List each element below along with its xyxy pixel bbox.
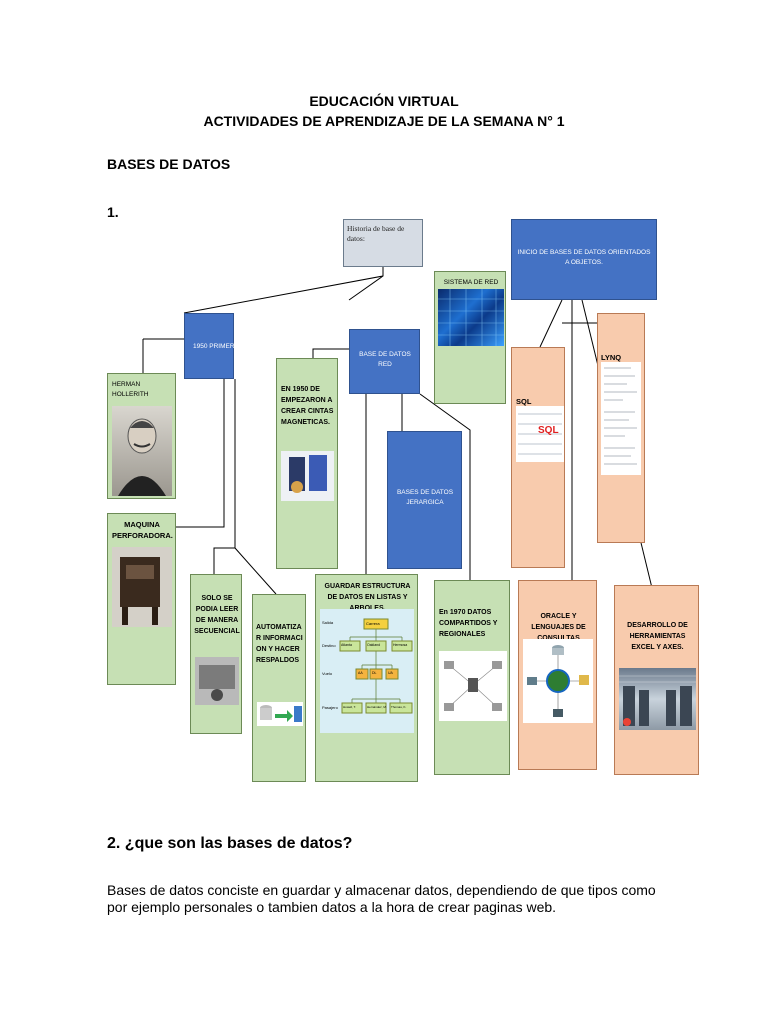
inicio-oo-box: INICIO DE BASES DE DATOS ORIENTADOS A OB… [511, 219, 657, 300]
oracle-query-image [523, 639, 593, 723]
lynq-label: LYNQ [601, 353, 622, 362]
oracle-box: ORACLE Y LENGUAJES DE CONSULTAS [518, 580, 597, 770]
sql-image-text: SQL [538, 425, 559, 436]
network-nodes-icon [444, 661, 502, 711]
sistema-red-label: SISTEMA DE RED [443, 279, 499, 286]
tree-row-label-1: Salida [322, 620, 334, 625]
estructura-box: GUARDAR ESTRUCTURA DE DATOS EN LISTAS Y … [315, 574, 418, 782]
section-title: BASES DE DATOS [107, 156, 231, 172]
maquina-box: MAQUINA PERFORADORA. [107, 513, 176, 685]
herman-box: HERMAN HOLLERITH [107, 373, 176, 499]
datacenter-image [619, 668, 696, 730]
hierarchy-tree-icon [339, 618, 413, 714]
machine-icon [120, 557, 160, 625]
historia-label: Historia de base de datos: [347, 224, 405, 243]
tree-node-l3-3: UA [388, 671, 393, 675]
punch-machine-image [112, 547, 172, 627]
tree-node-l2-1: Atlanta [341, 643, 352, 647]
tree-node-l3-2: DL [372, 671, 377, 675]
lynq-image [601, 362, 641, 475]
magnetic-tape-image [281, 451, 334, 501]
server-room-icon [619, 675, 696, 726]
document-title-line2: ACTIVIDADES DE APRENDIZAJE DE LA SEMANA … [203, 113, 565, 129]
backup-arrow-icon [260, 705, 302, 722]
tree-row-label-3: Vuelo [322, 671, 333, 676]
tree-row-label-2: Destino [322, 643, 336, 648]
answer-2-paragraph: Bases de datos conciste en guardar y alm… [107, 882, 656, 915]
sequential-image [195, 657, 239, 705]
jerargica-label: BASES DE DATOS JERARGICA [396, 489, 454, 506]
jerargica-box: BASES DE DATOS JERARGICA [387, 431, 462, 569]
tree-node-l4-2: Hernández, M. [367, 705, 387, 709]
network-grid-icon [438, 289, 504, 346]
tree-node-l2-3: Hermosa [393, 643, 408, 647]
tree-node-l4-1: Howell, T. [343, 705, 356, 709]
automatizar-label: AUTOMATIZAR INFORMACION Y HACER RESPALDO… [256, 624, 303, 664]
tree-structure-image: Salida Destino Vuelo Pasajero Carrera At… [320, 609, 414, 733]
herman-label: HERMAN HOLLERITH [112, 381, 149, 398]
maquina-label: MAQUINA PERFORADORA. [112, 520, 173, 540]
backup-image [257, 702, 303, 726]
lynq-box: LYNQ [597, 313, 645, 543]
globe-query-icon [527, 645, 589, 717]
herman-portrait [112, 406, 172, 496]
tree-node-l4-3: Thomas, K. [391, 705, 407, 709]
tree-node-l3-1: AA [358, 671, 363, 675]
oracle-label: ORACLE Y LENGUAJES DE CONSULTAS [531, 613, 586, 642]
secuencial-label: SOLO SE PODIA LEER DE MANERA SECUENCIAL [194, 595, 240, 635]
empezaron-box: EN 1950 DE EMPEZARON A CREAR CINTAS MAGN… [276, 358, 338, 569]
setenta-label: En 1970 DATOS COMPARTIDOS Y REGIONALES [439, 609, 498, 638]
estructura-label: GUARDAR ESTRUCTURA DE DATOS EN LISTAS Y … [324, 583, 411, 612]
tree-node-l2-2: Oakland [367, 643, 381, 647]
code-listing-icon [604, 367, 637, 465]
tape-drive-icon [289, 455, 327, 493]
item-number-1: 1. [107, 204, 119, 220]
excel-box: DESARROLLO DE HERRAMIENTAS EXCEL Y AXES. [614, 585, 699, 775]
automatizar-box: AUTOMATIZAR INFORMACION Y HACER RESPALDO… [252, 594, 306, 782]
base-red-label: BASE DE DATOS RED [359, 351, 411, 368]
secuencial-box: SOLO SE PODIA LEER DE MANERA SECUENCIAL [190, 574, 242, 734]
distributed-network-image [439, 651, 507, 721]
tree-row-label-4: Pasajero [322, 705, 338, 710]
document-title-line1: EDUCACIÓN VIRTUAL [309, 93, 459, 109]
sql-screenshot-icon [518, 413, 562, 455]
network-data-image [438, 289, 504, 346]
base-red-box: BASE DE DATOS RED [349, 329, 420, 394]
primera-era-label: 1950 PRIMERA ERA: [193, 343, 256, 350]
question-2-heading: 2. ¿que son las bases de datos? [107, 835, 353, 852]
inicio-oo-label: INICIO DE BASES DE DATOS ORIENTADOS A OB… [517, 249, 651, 266]
operator-icon [199, 665, 235, 701]
historia-box: Historia de base de datos: [343, 219, 423, 267]
tree-root-node: Carrera [366, 621, 380, 626]
portrait-icon [118, 418, 166, 496]
excel-label: DESARROLLO DE HERRAMIENTAS EXCEL Y AXES. [627, 622, 688, 651]
sql-box: SQL SQL [511, 347, 565, 568]
sql-image: SQL [516, 406, 564, 462]
primera-era-box: 1950 PRIMERA ERA: [184, 313, 256, 379]
sistema-red-box: SISTEMA DE RED [434, 271, 506, 404]
empezaron-label: EN 1950 DE EMPEZARON A CREAR CINTAS MAGN… [281, 386, 334, 426]
sql-label: SQL [516, 397, 532, 406]
setenta-box: En 1970 DATOS COMPARTIDOS Y REGIONALES [434, 580, 510, 775]
